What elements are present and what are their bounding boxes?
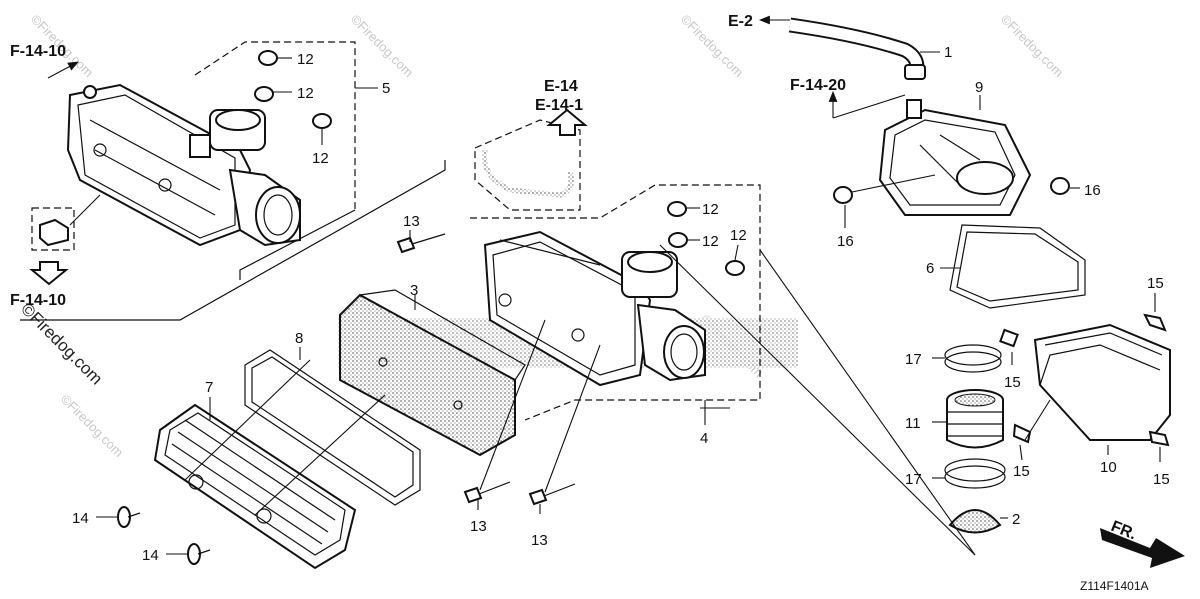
ref-label-e2: E-2 — [728, 13, 753, 30]
gasket-6 — [949, 224, 1086, 309]
ref-label-e141: E-14-1 — [535, 97, 583, 114]
clamp-bands-17 — [944, 344, 1006, 489]
callout-11: 11 — [905, 415, 921, 432]
callout-5: 5 — [382, 80, 390, 97]
callout-12d: 12 — [702, 201, 719, 218]
breather-tube-box — [474, 108, 588, 211]
nuts-16 — [833, 174, 1070, 204]
callout-10: 10 — [1100, 459, 1117, 476]
callout-17b: 17 — [905, 471, 922, 488]
callout-4: 4 — [700, 430, 708, 447]
callout-12e: 12 — [702, 233, 719, 250]
callout-7: 7 — [205, 379, 213, 396]
flange-nuts-upper-left — [254, 50, 332, 129]
ref-label-f1420: F-14-20 — [790, 77, 846, 94]
flange-nuts-center — [667, 201, 745, 276]
watermark-side: ©Firedog.com — [17, 299, 106, 388]
air-cleaner-case-center — [470, 184, 761, 421]
callout-8: 8 — [295, 330, 303, 347]
callout-13c: 13 — [531, 532, 548, 549]
ref-label-f1410-top: F-14-10 — [10, 43, 66, 60]
clips-15 — [999, 313, 1170, 447]
callout-15b: 15 — [1004, 374, 1021, 391]
callout-12b: 12 — [297, 85, 314, 102]
front-direction-arrow — [1100, 528, 1185, 568]
diagram-code: Z114F1401A — [1080, 579, 1149, 593]
callout-12f: 12 — [730, 227, 747, 244]
callout-1: 1 — [944, 44, 952, 61]
callout-17a: 17 — [905, 351, 922, 368]
air-cleaner-case-upper — [20, 41, 446, 321]
callout-12a: 12 — [297, 51, 314, 68]
ref-label-f1410-bottom: F-14-10 — [10, 292, 66, 309]
cover-10 — [1033, 323, 1171, 441]
callout-12c: 12 — [312, 150, 329, 167]
callout-2: 2 — [1012, 511, 1020, 528]
callout-6: 6 — [926, 260, 934, 277]
callout-16b: 16 — [1084, 182, 1101, 199]
screws-14 — [117, 506, 211, 565]
callout-15a: 15 — [1147, 275, 1164, 292]
ref-label-e14: E-14 — [544, 78, 578, 95]
reference-pointers — [47, 15, 906, 119]
callout-16a: 16 — [837, 233, 854, 250]
cap-2 — [948, 509, 1002, 534]
air-cleaner-case-9 — [878, 99, 1032, 216]
breather-hose — [788, 17, 926, 80]
leader-lines — [96, 51, 1161, 556]
filter-element-11 — [946, 389, 1004, 449]
air-filter-element — [339, 289, 526, 457]
watermark: ©Firedog.com — [58, 392, 126, 460]
callout-15c: 15 — [1013, 463, 1030, 480]
callout-14a: 14 — [72, 510, 89, 527]
callout-13b: 13 — [470, 518, 487, 535]
callout-15d: 15 — [1153, 471, 1170, 488]
watermark: ©Firedog.com — [998, 12, 1066, 80]
gasket-8 — [244, 349, 421, 506]
watermark: ©Firedog.com — [348, 12, 416, 80]
bolts-13 — [396, 233, 576, 506]
callout-13a: 13 — [403, 213, 420, 230]
callout-3: 3 — [410, 282, 418, 299]
callout-9: 9 — [975, 79, 983, 96]
ref-arrow-down — [29, 261, 69, 286]
air-cleaner-cover — [153, 403, 357, 570]
callout-14b: 14 — [142, 547, 159, 564]
clip-box — [31, 194, 101, 251]
